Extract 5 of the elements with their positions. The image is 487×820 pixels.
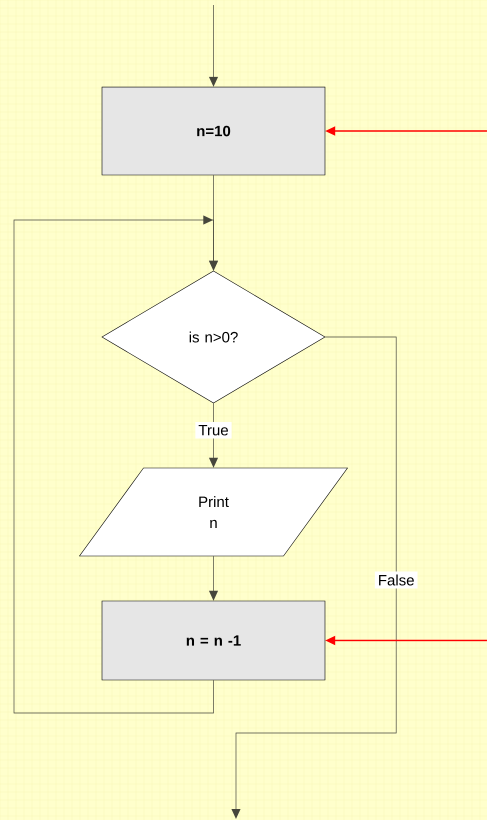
process-box: n=10 <box>102 86 326 176</box>
process-box: n = n -1 <box>102 600 326 680</box>
arrow <box>14 215 218 714</box>
edge-label: False <box>374 572 418 588</box>
edge-label: True <box>195 422 232 438</box>
